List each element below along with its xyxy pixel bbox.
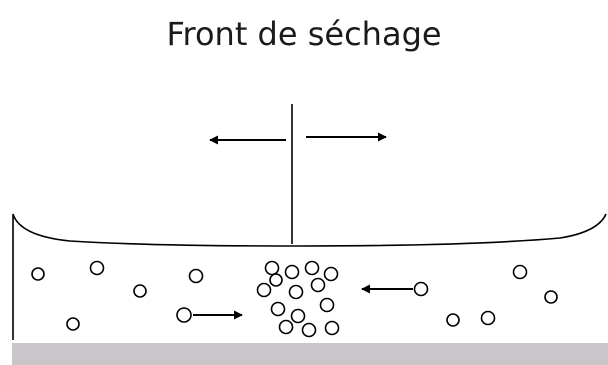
particle bbox=[413, 281, 429, 297]
particle bbox=[133, 284, 147, 298]
particle bbox=[324, 320, 340, 336]
particle bbox=[544, 290, 558, 304]
particle bbox=[301, 322, 317, 338]
particle bbox=[31, 267, 45, 281]
particle bbox=[264, 260, 280, 276]
particle bbox=[319, 297, 335, 313]
particle bbox=[269, 273, 283, 287]
particle-cluster bbox=[256, 260, 340, 338]
substrate-layer bbox=[12, 343, 608, 365]
particle bbox=[176, 307, 192, 323]
particle bbox=[188, 268, 204, 284]
diagram-title: Front de séchage bbox=[166, 15, 442, 53]
scattered-particles bbox=[31, 260, 558, 331]
particle bbox=[480, 310, 496, 326]
particle bbox=[284, 264, 300, 280]
particle bbox=[89, 260, 105, 276]
particle bbox=[446, 313, 460, 327]
particle bbox=[323, 266, 339, 282]
particle bbox=[256, 282, 272, 298]
particle bbox=[288, 284, 304, 300]
particle bbox=[270, 301, 286, 317]
particle bbox=[278, 319, 294, 335]
particle bbox=[66, 317, 80, 331]
droplet-outline bbox=[12, 213, 607, 340]
particle bbox=[310, 277, 326, 293]
particle bbox=[512, 264, 528, 280]
particle bbox=[304, 260, 320, 276]
particle bbox=[290, 308, 306, 324]
